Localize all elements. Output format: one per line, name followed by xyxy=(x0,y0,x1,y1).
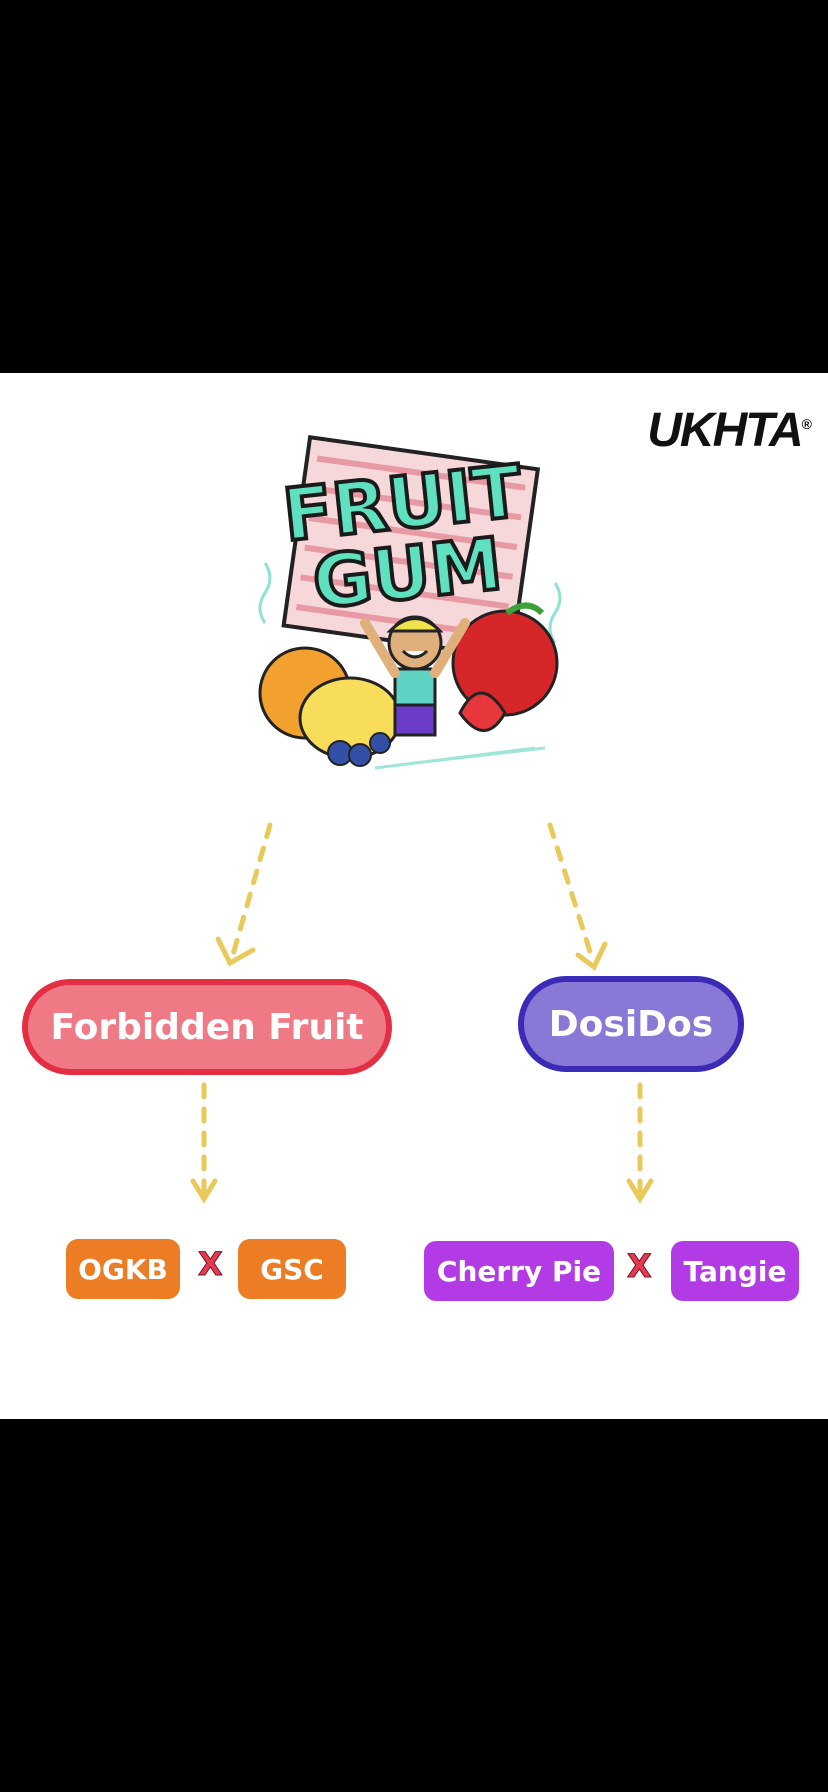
grandparent-tangie-label: Tangie xyxy=(683,1254,787,1288)
arrow-to-forbidden-fruit xyxy=(229,822,273,961)
fruit-gum-illustration: FRUIT GUM xyxy=(245,433,585,773)
brand-logo: UKHTA® xyxy=(647,403,812,458)
parent-dosidos: DosiDos xyxy=(518,976,744,1072)
brand-name: UKHTA xyxy=(647,404,803,457)
grandparent-cherry-pie: Cherry Pie xyxy=(424,1241,614,1301)
arrow-to-dosidos xyxy=(547,822,596,964)
lineage-panel: UKHTA® FRUIT GUM xyxy=(0,373,828,1419)
parent-forbidden-fruit: Forbidden Fruit xyxy=(22,979,392,1075)
brand-registered-mark: ® xyxy=(801,416,812,432)
grandparent-ogkb: OGKB xyxy=(66,1239,180,1299)
grandparent-tangie: Tangie xyxy=(671,1241,799,1301)
grandparent-cherry-pie-label: Cherry Pie xyxy=(436,1254,602,1288)
cross-icon-right: X xyxy=(627,1247,653,1286)
grandparent-ogkb-label: OGKB xyxy=(78,1252,168,1286)
grandparent-gsc: GSC xyxy=(238,1239,346,1299)
parent-dosidos-label: DosiDos xyxy=(548,1003,714,1045)
cross-icon-left: X xyxy=(198,1245,224,1284)
grandparent-gsc-label: GSC xyxy=(260,1252,324,1286)
parent-forbidden-fruit-label: Forbidden Fruit xyxy=(50,1006,364,1048)
